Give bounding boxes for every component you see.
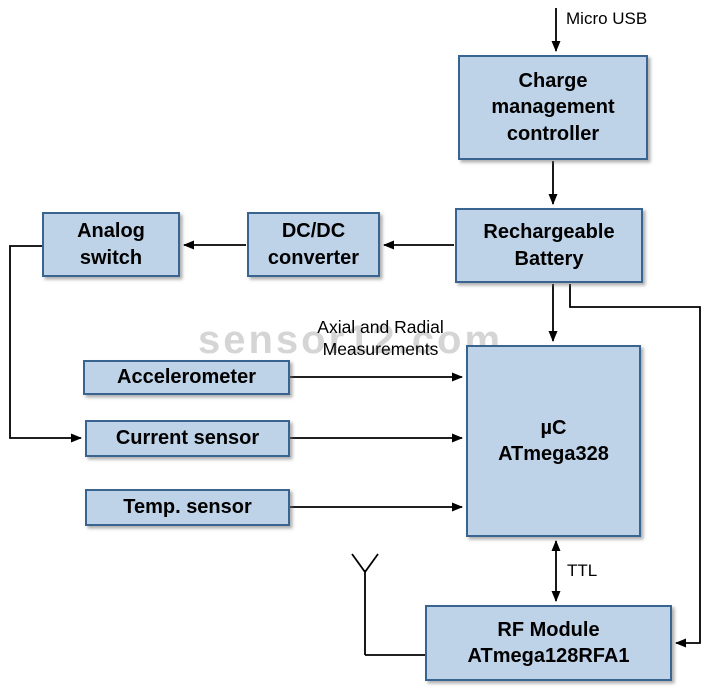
block-temp-sensor: Temp. sensor bbox=[85, 489, 290, 526]
block-accelerometer: Accelerometer bbox=[83, 360, 290, 395]
block-analog-switch: Analog switch bbox=[42, 212, 180, 277]
label-axial-radial-measurements: Axial and Radial Measurements bbox=[317, 317, 444, 359]
antenna-icon bbox=[351, 553, 425, 656]
watermark-text: sensor12.com bbox=[198, 318, 504, 362]
label-micro-usb: Micro USB bbox=[566, 9, 648, 28]
block-mcu-atmega328: µC ATmega328 bbox=[466, 345, 641, 537]
block-charge-management-controller: Charge management controller bbox=[458, 55, 648, 160]
block-rf-module-atmega128rfa1: RF Module ATmega128RFA1 bbox=[425, 605, 672, 681]
block-rechargeable-battery: Rechargeable Battery bbox=[455, 208, 643, 283]
label-ttl: TTL bbox=[567, 561, 598, 580]
block-dcdc-converter: DC/DC converter bbox=[247, 212, 380, 277]
block-current-sensor: Current sensor bbox=[85, 420, 290, 457]
